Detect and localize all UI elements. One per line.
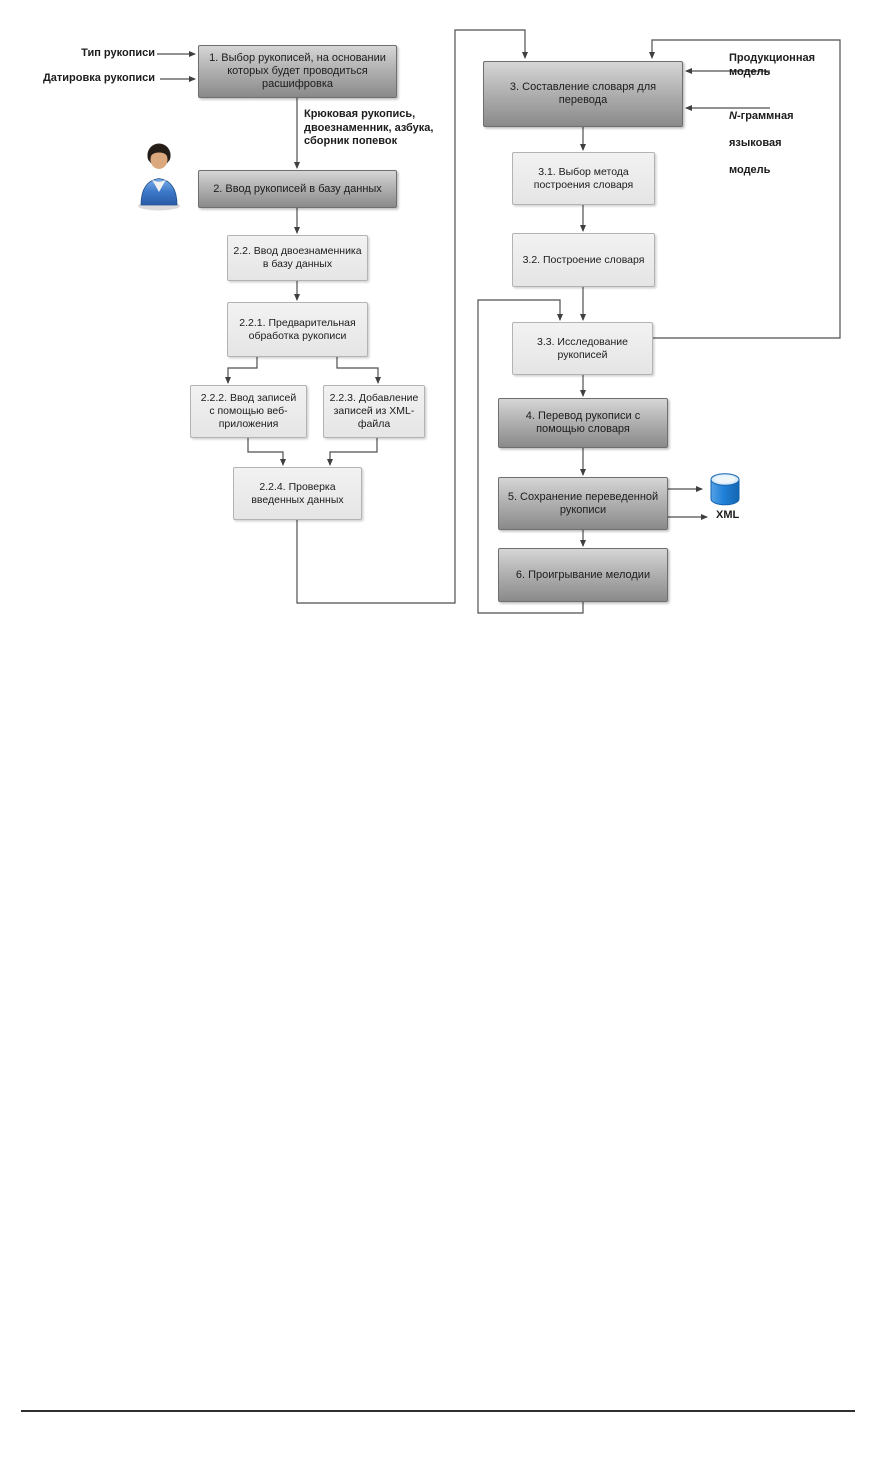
edge-box221-box222: [225, 357, 258, 384]
flow-box-2-input-manuscripts: 2. Ввод рукописей в базу данных: [198, 170, 397, 208]
output-label-xml: XML: [716, 509, 740, 521]
ngram-italic-n: N: [729, 109, 737, 122]
edge-box33-loop-box3: [649, 39, 841, 339]
input-label-ngram-language-model: N-граммная языковая модель: [729, 109, 794, 176]
input-label-production-model: Продукционная модель: [729, 52, 816, 78]
flow-box-3-build-dictionary: 3. Составление словаря для перевода: [483, 61, 683, 127]
footer-rule: [21, 1410, 855, 1412]
flow-box-4-translate-manuscript: 4. Перевод рукописи с помощью словаря: [498, 398, 668, 448]
input-label-manuscript-dating: Датировка рукописи: [42, 72, 155, 84]
flow-box-2-2-input-dvoeznamennik: 2.2. Ввод двоезнаменника в базу данных: [227, 235, 368, 281]
flow-box-2-2-3-xml-import: 2.2.3. Добавление записей из XML- файла: [323, 385, 425, 438]
edge-box221-box223: [336, 357, 381, 384]
edge-box223-box224: [327, 438, 378, 466]
flow-box-6-play-melody: 6. Проигрывание мелодии: [498, 548, 668, 602]
edge-box6-loop-box33: [477, 299, 584, 614]
input-label-manuscript-type: Тип рукописи: [81, 47, 155, 59]
flow-box-3-1-method-selection: 3.1. Выбор метода построения словаря: [512, 152, 655, 205]
edge-box224-box3: [296, 29, 528, 604]
edge-box222-box224: [247, 438, 286, 466]
flow-box-2-2-4-data-check: 2.2.4. Проверка введенных данных: [233, 467, 362, 520]
edge-label-manuscript-kinds: Крюковая рукопись, двоезнаменник, азбука…: [304, 108, 434, 147]
flow-box-2-2-1-preprocessing: 2.2.1. Предварительная обработка рукопис…: [227, 302, 368, 357]
flow-box-3-2-dictionary-construction: 3.2. Построение словаря: [512, 233, 655, 287]
user-icon: [138, 143, 180, 211]
database-cylinder-icon: [710, 473, 740, 506]
flow-box-5-save-translated: 5. Сохранение переведенной рукописи: [498, 477, 668, 530]
flow-box-3-3-manuscript-research: 3.3. Исследование рукописей: [512, 322, 653, 375]
flow-box-2-2-2-web-app-entry: 2.2.2. Ввод записей с помощью веб- прило…: [190, 385, 307, 438]
flow-box-1-select-manuscripts: 1. Выбор рукописей, на основании которых…: [198, 45, 397, 98]
